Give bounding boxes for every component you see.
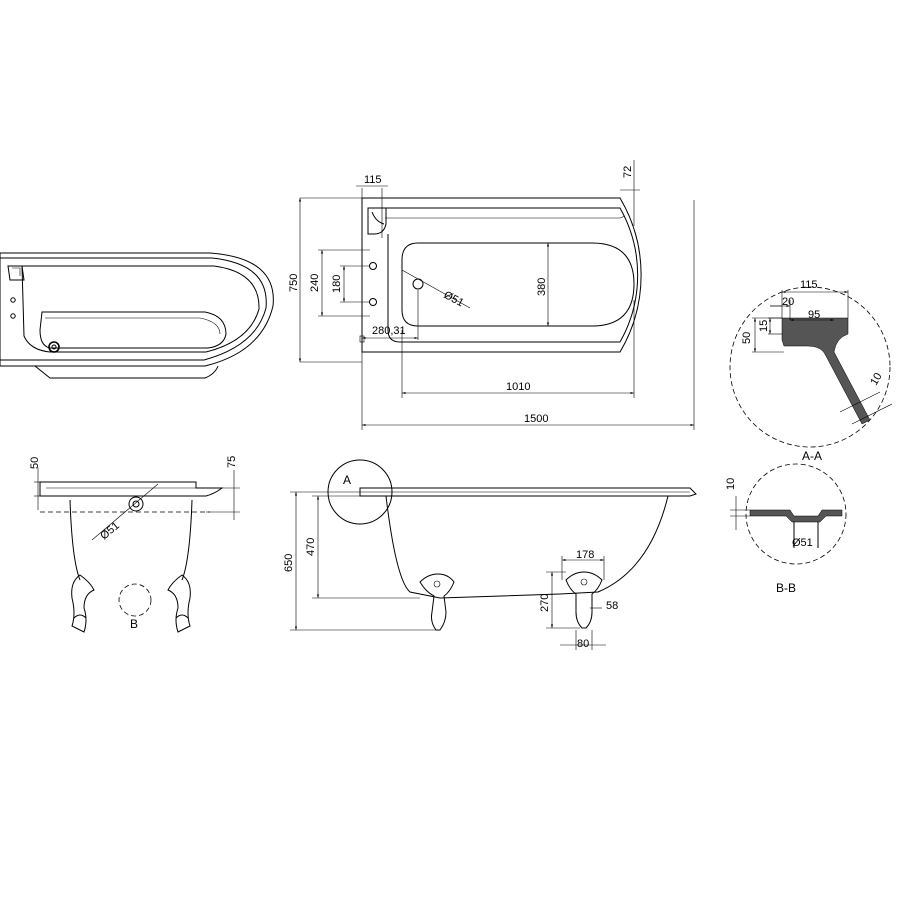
dim-280-31: 280,31 [372,325,406,337]
dim-180: 180 [331,275,343,293]
dim-72: 72 [622,166,634,178]
dim-rim-50: 50 [29,457,41,469]
detail-a-label: A [343,473,351,487]
dim-380: 380 [536,278,548,296]
dim-bb-10: 10 [725,478,737,490]
dim-rim-75: 75 [226,456,238,468]
dim-foot-58: 58 [606,600,618,612]
dim-470: 470 [305,538,317,556]
dim-750: 750 [288,274,300,292]
dim-1500: 1500 [524,413,548,425]
dim-waste-51-plan: Ø51 [442,289,466,309]
perspective-view [0,252,274,379]
dim-650: 650 [283,554,295,572]
dim-foot-80: 80 [577,638,589,650]
dim-240: 240 [309,274,321,292]
end-elevation: Ø51 B 50 75 [29,456,240,633]
detail-b-label: B [130,617,138,631]
dim-sec-50: 50 [741,332,753,344]
dim-bb-51: Ø51 [792,537,813,549]
dim-sec-115: 115 [800,279,818,291]
dim-sec-10: 10 [868,371,885,388]
detail-bb: Ø51 10 B-B [725,463,847,595]
dim-foot-270: 270 [539,594,551,612]
dim-waste-51-end: Ø51 [98,520,122,543]
detail-aa: 115 20 15 95 50 10 A-A [729,279,893,463]
dim-1010: 1010 [506,381,530,393]
side-elevation: A 650 470 178 270 58 80 [283,459,697,650]
dim-sec-20: 20 [782,296,794,308]
dim-foot-178: 178 [576,549,594,561]
dim-sec-15: 15 [758,320,770,332]
dim-115-plan: 115 [364,174,382,186]
section-aa-label: A-A [802,449,822,463]
dim-sec-95: 95 [808,309,820,321]
section-bb-label: B-B [776,581,796,595]
